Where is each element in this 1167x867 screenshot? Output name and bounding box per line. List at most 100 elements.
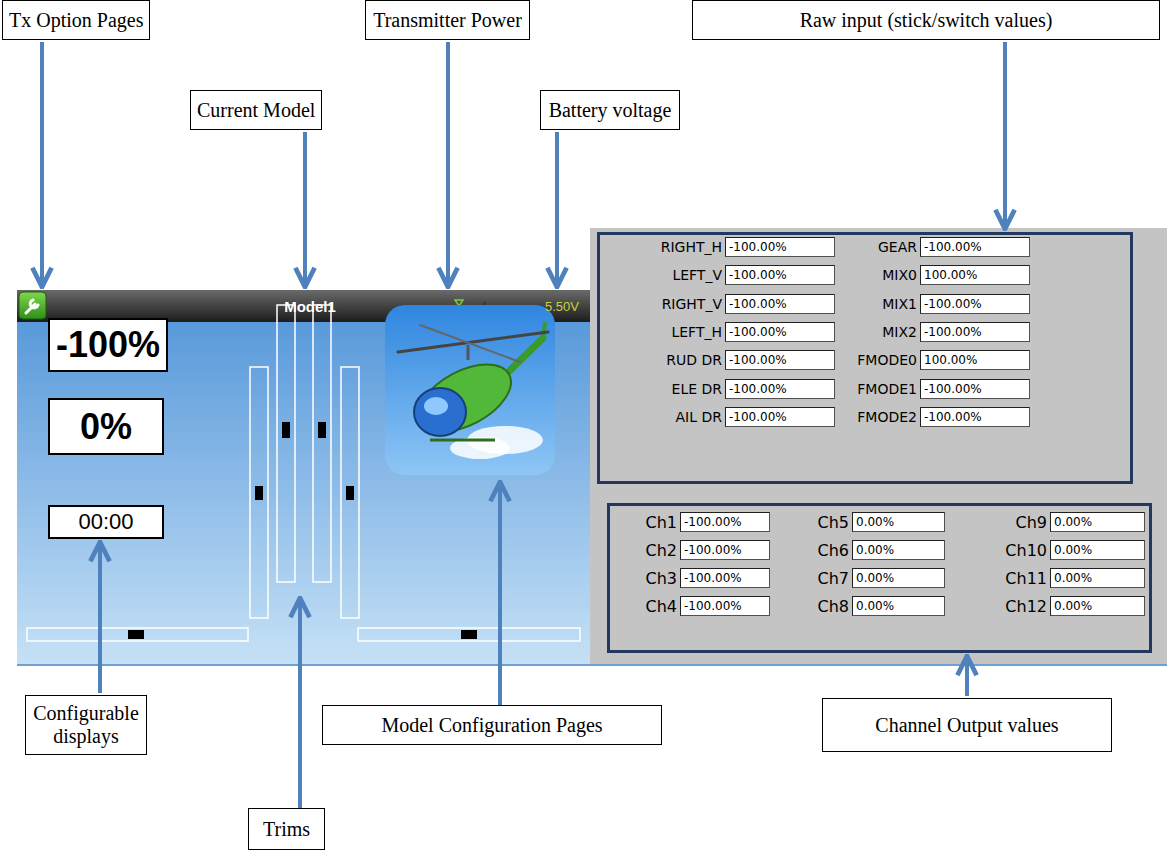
input-name: LEFT_V xyxy=(672,267,722,283)
value-text: -100.00% xyxy=(684,599,742,613)
input-name: RIGHT_H xyxy=(661,239,722,255)
value-box: Ch60.00% xyxy=(852,540,945,560)
value-box: GEAR-100.00% xyxy=(920,237,1030,257)
callout-label: Current Model xyxy=(190,90,322,130)
callout-label: Transmitter Power xyxy=(365,0,530,40)
value-panel: Ch1-100.00%Ch50.00%Ch90.00%Ch2-100.00%Ch… xyxy=(607,503,1152,653)
value-text: 100.00% xyxy=(924,353,977,367)
value-text: 0.00% xyxy=(1054,571,1092,585)
helicopter-image xyxy=(467,345,470,360)
leader-arrows xyxy=(498,482,502,705)
helicopter-image xyxy=(398,332,548,352)
callout-label: Channel Output values xyxy=(822,698,1112,752)
grey-panel xyxy=(590,228,1167,665)
callout-arrow xyxy=(446,42,450,287)
value-text: -100.00% xyxy=(729,268,787,282)
helicopter-image xyxy=(414,388,466,436)
callout-text: Configurable displays xyxy=(32,702,140,748)
value-box: Ch1-100.00% xyxy=(680,512,770,532)
wrench-icon xyxy=(19,292,46,319)
input-name: Ch1 xyxy=(646,513,678,532)
callout-text: Current Model xyxy=(197,99,315,122)
input-name: FMODE0 xyxy=(857,352,917,368)
input-name: Ch3 xyxy=(646,569,678,588)
screen-edge xyxy=(17,664,1167,666)
value-box: Ch80.00% xyxy=(852,596,945,616)
input-name: ELE DR xyxy=(672,381,722,397)
input-name: Ch7 xyxy=(818,569,850,588)
value-text: 0.00% xyxy=(856,515,894,529)
input-name: FMODE2 xyxy=(857,409,917,425)
timer-box: 00:00 xyxy=(48,505,164,539)
value-text: -100.00% xyxy=(729,240,787,254)
value-text: -100.00% xyxy=(924,325,982,339)
callout-text: Raw input (stick/switch values) xyxy=(800,9,1053,32)
callout-arrow xyxy=(965,656,969,696)
helicopter-image xyxy=(420,325,520,362)
value-text: -100.00% xyxy=(729,382,787,396)
value-text: -100.00% xyxy=(924,240,982,254)
callout-arrow xyxy=(555,132,559,287)
helicopter-image xyxy=(424,397,448,415)
display-box: 0% xyxy=(48,398,164,455)
callout-label: Raw input (stick/switch values) xyxy=(692,0,1160,40)
value-box: LEFT_H-100.00% xyxy=(725,322,835,342)
leader-arrows xyxy=(298,598,302,808)
value-text: 0.00% xyxy=(856,571,894,585)
value-text: 100.00% xyxy=(924,268,977,282)
input-name: MIX1 xyxy=(882,296,917,312)
input-name: Ch2 xyxy=(646,541,678,560)
value-box: FMODE0100.00% xyxy=(920,350,1030,370)
value-box: Ch70.00% xyxy=(852,568,945,588)
leader-arrows xyxy=(300,482,500,808)
value-box: Ch4-100.00% xyxy=(680,596,770,616)
callout-label: Trims xyxy=(248,808,325,850)
value-box: FMODE1-100.00% xyxy=(920,379,1030,399)
value-text: 0.00% xyxy=(856,599,894,613)
callout-arrow xyxy=(1003,42,1007,229)
value-text: -100.00% xyxy=(729,325,787,339)
input-name: FMODE1 xyxy=(857,381,917,397)
value-box: Ch100.00% xyxy=(1050,540,1145,560)
input-name: GEAR xyxy=(878,239,917,255)
value-box: Ch110.00% xyxy=(1050,568,1145,588)
trim-bars xyxy=(27,305,580,641)
callout-text: Trims xyxy=(263,818,310,841)
value-text: -100.00% xyxy=(924,410,982,424)
input-name: Ch9 xyxy=(1016,513,1048,532)
helicopter-image xyxy=(385,305,555,475)
callout-text: Model Configuration Pages xyxy=(381,714,602,737)
trim-markers xyxy=(282,422,290,438)
trim-markers xyxy=(318,422,326,438)
value-box: Ch2-100.00% xyxy=(680,540,770,560)
value-box: Ch120.00% xyxy=(1050,596,1145,616)
helicopter-image xyxy=(543,322,545,338)
value-box: MIX0100.00% xyxy=(920,265,1030,285)
screen-ground xyxy=(17,290,590,665)
callout-text: Transmitter Power xyxy=(373,9,522,32)
value-text: -100.00% xyxy=(684,515,742,529)
value-box: Ch50.00% xyxy=(852,512,945,532)
display-text: 00:00 xyxy=(78,509,133,535)
helicopter-image xyxy=(430,439,495,442)
value-text: -100.00% xyxy=(924,382,982,396)
callout-label: Configurable displays xyxy=(25,695,147,755)
input-name: LEFT_H xyxy=(671,324,722,340)
trim-bars xyxy=(277,305,295,582)
trim-bars xyxy=(313,305,331,582)
value-box: RIGHT_V-100.00% xyxy=(725,294,835,314)
callout-arrow xyxy=(98,542,102,693)
trim-markers xyxy=(346,486,354,500)
helicopter-image xyxy=(385,305,555,475)
input-name: AIL DR xyxy=(676,409,722,425)
input-name: Ch6 xyxy=(818,541,850,560)
display-text: 0% xyxy=(80,406,132,448)
value-box: Ch3-100.00% xyxy=(680,568,770,588)
value-box: Ch90.00% xyxy=(1050,512,1145,532)
trim-bars xyxy=(341,367,359,618)
trim-bars xyxy=(27,628,248,641)
value-text: 0.00% xyxy=(856,543,894,557)
value-text: -100.00% xyxy=(729,353,787,367)
helicopter-image xyxy=(408,351,522,446)
callout-arrow xyxy=(303,132,307,287)
